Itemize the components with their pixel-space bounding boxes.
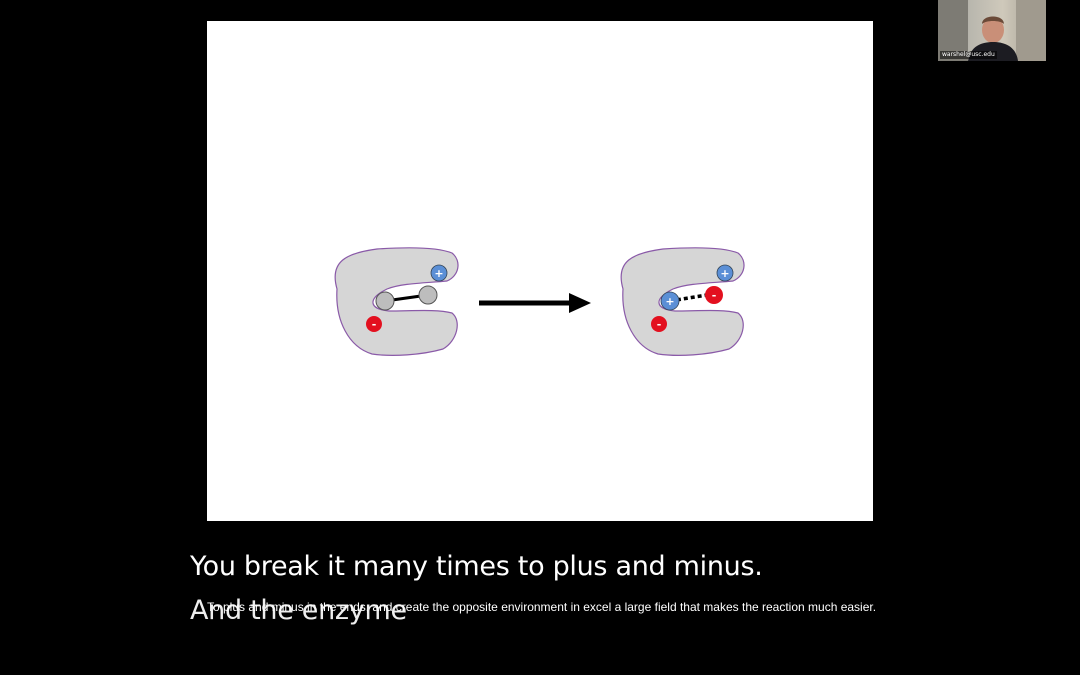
right-enzyme: + - + - [620,247,745,356]
left-substrate-atom-2 [418,285,438,305]
right-substrate-minus-label: - [712,289,717,302]
caption-line-1: You break it many times to plus and minu… [190,551,763,582]
reaction-arrow [479,293,591,313]
left-minus-charge [366,316,382,332]
presentation-slide: + - + - + - [207,21,873,521]
left-substrate-atom-1 [375,291,395,311]
right-substrate-minus [705,286,723,304]
enzyme-diagram: + - + - + - [334,247,745,356]
left-minus-label: - [372,318,377,331]
left-plus-charge [430,264,448,282]
right-minus-label: - [657,318,662,331]
right-plus-charge [716,264,734,282]
participant-avatar [938,0,1046,61]
right-substrate-plus [660,291,680,311]
right-plus-label: + [720,267,729,280]
caption-line-2: And the enzyme [190,595,407,626]
right-minus-charge [651,316,667,332]
participant-name: warshel@usc.edu [940,51,997,59]
left-enzyme: + - [334,247,459,356]
right-substrate-plus-label: + [665,295,674,308]
right-enzyme-body [620,247,745,356]
left-plus-label: + [434,267,443,280]
live-caption-overlay: To plus and minus in the ends, and creat… [207,600,877,614]
participant-video-thumbnail[interactable]: warshel@usc.edu [938,0,1046,61]
left-enzyme-body [334,247,459,356]
